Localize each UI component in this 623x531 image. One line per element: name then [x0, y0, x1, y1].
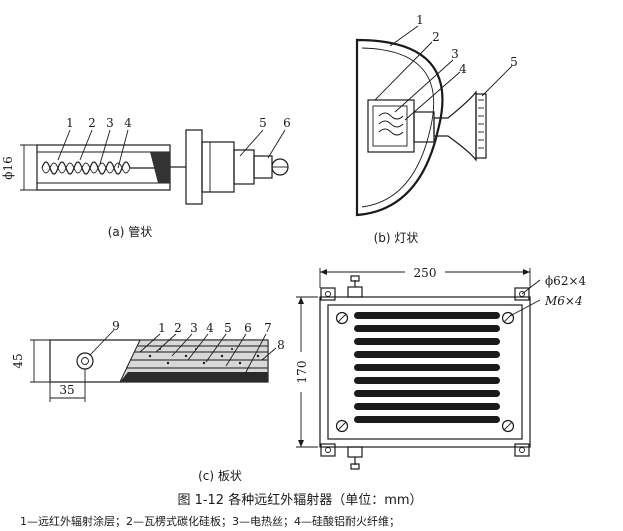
lamp-coil — [378, 112, 404, 136]
tube-nut — [233, 149, 255, 185]
plate-side-label-1: 1 — [158, 321, 166, 335]
plate-front-view: 250 170 ϕ62×4 M6×4 (c) 板状 — [198, 266, 586, 483]
plate-side-width-label: 35 — [59, 383, 74, 397]
tube-label-3: 3 — [106, 116, 114, 130]
figure-legend: 1—远红外辐射涂层；2—瓦楞式碳化硅板；3—电热丝；4—硅酸铝耐火纤维； — [20, 514, 400, 528]
plate-side-label-9: 9 — [112, 319, 120, 333]
lamp-heater: 1 2 3 4 5 (b) 灯状 — [355, 13, 518, 245]
lamp-reflector — [355, 38, 444, 217]
plate-side-label-6: 6 — [244, 321, 252, 335]
tube-label-1: 1 — [66, 116, 74, 130]
lamp-label-4: 4 — [459, 62, 467, 76]
plate-mount-tabs — [320, 287, 530, 457]
plate-side-label-4: 4 — [206, 321, 214, 335]
plate-side-label-3: 3 — [190, 321, 198, 335]
plate-side-view: 45 35 9 1 2 3 4 5 6 7 8 — [11, 319, 285, 402]
tube-terminal — [253, 155, 273, 179]
plate-holes-note: ϕ62×4 — [545, 274, 587, 288]
tube-end-plug — [150, 152, 170, 183]
plate-height-label: 170 — [295, 361, 309, 384]
lamp-label-1: 1 — [416, 13, 424, 27]
tube-label-2: 2 — [88, 116, 96, 130]
plate-terminal-top — [347, 275, 363, 298]
tube-label-6: 6 — [283, 116, 291, 130]
lamp-cap — [475, 93, 487, 159]
plate-side-label-8: 8 — [277, 338, 285, 352]
tube-fitting — [201, 141, 235, 193]
tube-coil — [41, 161, 165, 175]
tube-caption: (a) 管状 — [108, 224, 153, 239]
lamp-socket — [433, 90, 477, 162]
tube-heater: ϕ16 1 2 3 4 5 6 (a) 管状 — [1, 116, 291, 239]
plate-side-label-2: 2 — [174, 321, 182, 335]
lamp-label-3: 3 — [451, 47, 459, 61]
plate-panel — [327, 304, 523, 440]
plate-frame — [319, 296, 531, 448]
plate-caption: (c) 板状 — [198, 469, 242, 483]
tube-diameter-label: ϕ16 — [1, 156, 15, 179]
plate-side-label-5: 5 — [224, 321, 232, 335]
lamp-caption: (b) 灯状 — [374, 231, 419, 245]
tube-label-4: 4 — [124, 116, 132, 130]
plate-side-label-7: 7 — [264, 321, 272, 335]
plate-thread-note: M6×4 — [544, 294, 583, 308]
plate-terminal-bottom — [347, 446, 363, 470]
plate-width-label: 250 — [414, 266, 437, 280]
lamp-cap-ridges — [478, 99, 484, 149]
plate-side-bolt-hole — [76, 352, 94, 370]
lamp-label-2: 2 — [432, 30, 440, 44]
plate-heating-slots — [354, 312, 500, 423]
figure-title: 图 1-12 各种远红外辐射器（单位：mm） — [177, 492, 422, 508]
tube-label-5: 5 — [259, 116, 267, 130]
plate-side-height-label: 45 — [11, 353, 25, 368]
lamp-label-5: 5 — [510, 55, 518, 69]
tube-flange — [185, 129, 203, 205]
